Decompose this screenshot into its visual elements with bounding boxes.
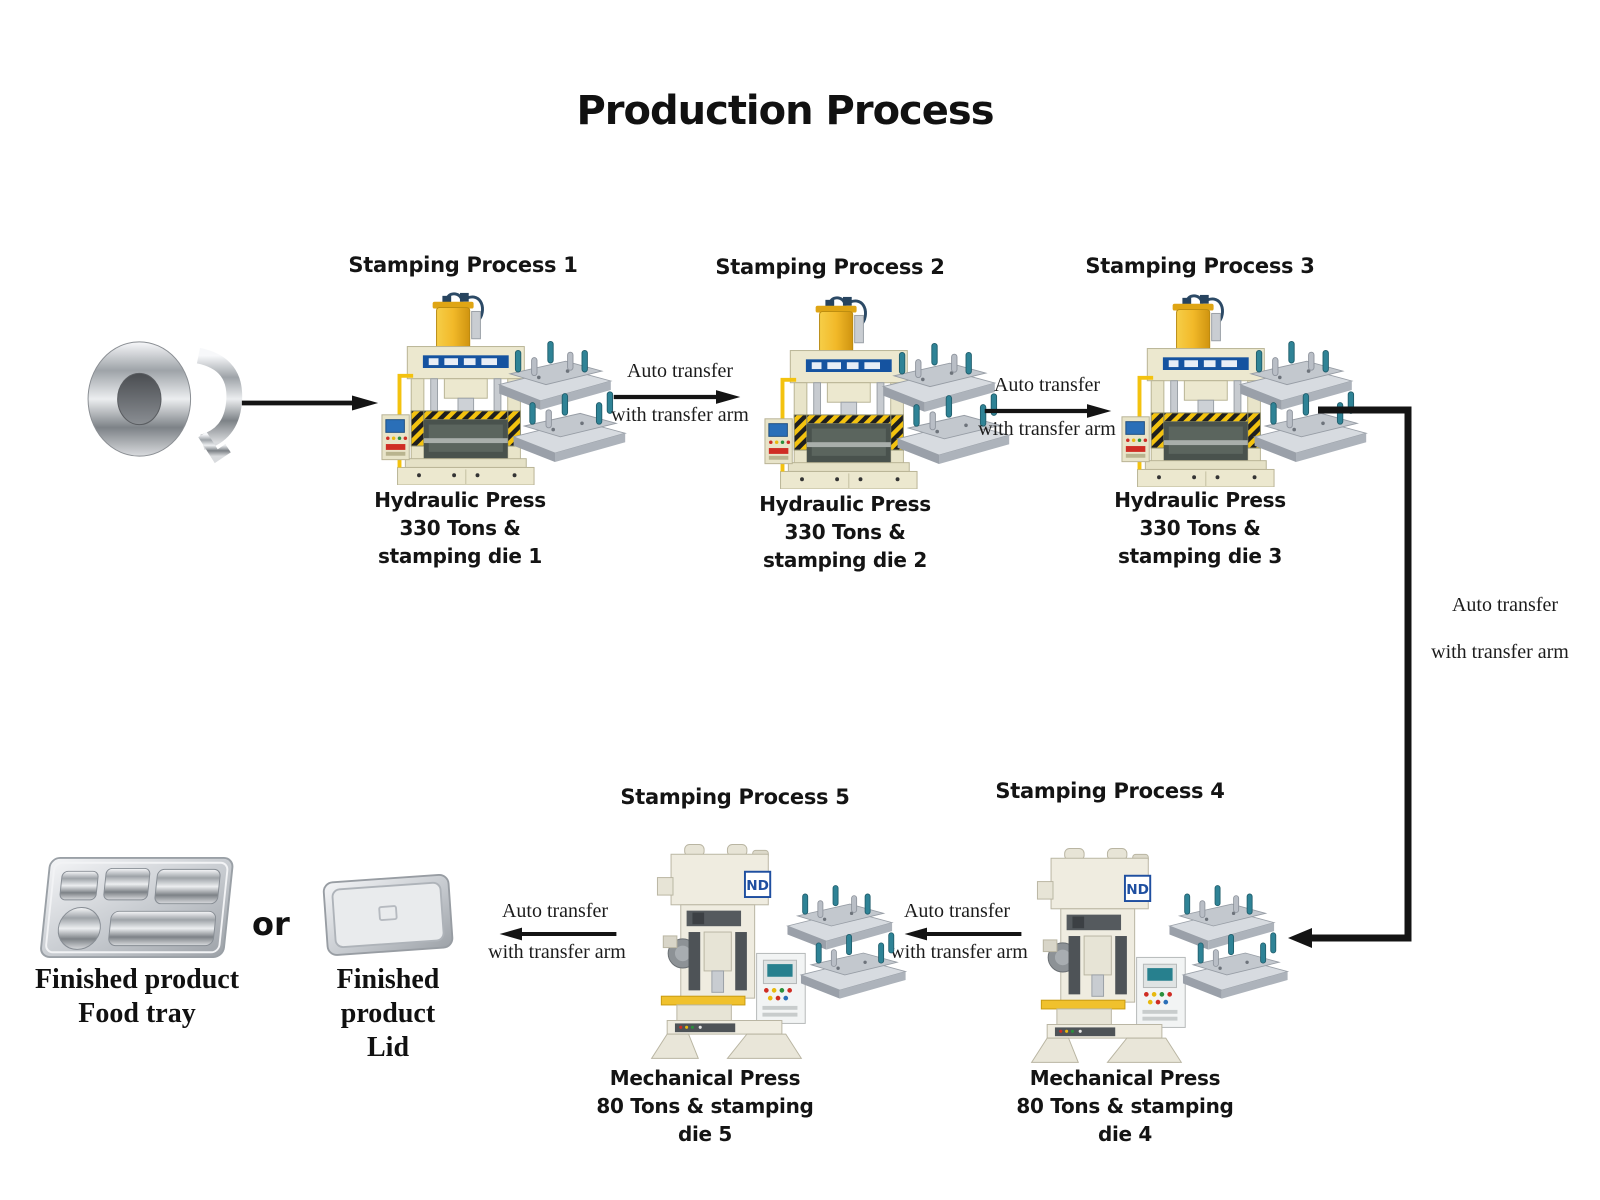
- stamping-die-illustration-2: [876, 328, 1011, 474]
- finished-label-line: Finished product: [336, 964, 440, 1029]
- lid-image: [318, 866, 458, 962]
- caption-line: die 4: [1097, 1122, 1153, 1146]
- caption-line: Hydraulic Press: [1114, 488, 1286, 512]
- caption-line: Mechanical Press: [609, 1066, 801, 1090]
- stamping-die-illustration-5: [778, 872, 910, 1007]
- finished-label-line: Finished product: [34, 964, 240, 995]
- transfer-arrow-coil-to-1: [240, 394, 380, 412]
- stage-title-1: Stamping Process 1: [348, 253, 578, 277]
- caption-line: 330 Tons &: [399, 516, 521, 540]
- finished-product-tray-label: Finished product Food tray: [27, 963, 247, 1031]
- transfer-label-45-top: Auto transfer: [903, 900, 1011, 922]
- stage-title-5: Stamping Process 5: [620, 785, 850, 809]
- transfer-label-23-top: Auto transfer: [993, 374, 1101, 396]
- finished-label-line: Food tray: [78, 998, 196, 1029]
- transfer-label-12-top: Auto transfer: [626, 360, 734, 382]
- caption-line: Mechanical Press: [1029, 1066, 1221, 1090]
- caption-line: 330 Tons &: [1139, 516, 1261, 540]
- caption-line: stamping die 3: [1118, 544, 1282, 568]
- transfer-label-5f-top: Auto transfer: [501, 900, 609, 922]
- transfer-arrow-23: [983, 403, 1113, 419]
- stage-caption-3: Hydraulic Press 330 Tons & stamping die …: [1060, 486, 1340, 570]
- caption-line: die 5: [677, 1122, 733, 1146]
- caption-line: 80 Tons & stamping: [596, 1094, 814, 1118]
- caption-line: Hydraulic Press: [374, 488, 546, 512]
- food-tray-image: [38, 850, 238, 965]
- finished-label-line: Lid: [366, 1032, 410, 1063]
- finished-product-lid-label: Finished product Lid: [288, 963, 488, 1065]
- transfer-label-45-bottom: with transfer arm: [890, 941, 1028, 963]
- transfer-label-34-top: Auto transfer: [1451, 594, 1559, 616]
- stamping-die-illustration-1: [492, 326, 627, 472]
- stage-title-3: Stamping Process 3: [1085, 254, 1315, 278]
- stage-title-4: Stamping Process 4: [995, 779, 1225, 803]
- or-connector-label: or: [252, 905, 290, 943]
- stage-title-2: Stamping Process 2: [715, 255, 945, 279]
- stage-caption-1: Hydraulic Press 330 Tons & stamping die …: [320, 486, 600, 570]
- stage-caption-4: Mechanical Press 80 Tons & stamping die …: [985, 1064, 1265, 1148]
- transfer-label-5f-bottom: with transfer arm: [488, 941, 626, 963]
- transfer-label-23-bottom: with transfer arm: [978, 418, 1116, 440]
- transfer-label-12-bottom: with transfer arm: [611, 404, 749, 426]
- transfer-label-34-bottom: with transfer arm: [1431, 641, 1569, 663]
- caption-line: stamping die 2: [763, 548, 927, 572]
- caption-line: stamping die 1: [378, 544, 542, 568]
- transfer-arrow-5f: [498, 926, 618, 942]
- page-title: Production Process: [576, 88, 994, 134]
- caption-line: Hydraulic Press: [759, 492, 931, 516]
- transfer-arrow-12: [612, 389, 742, 405]
- steel-coil-illustration: [78, 330, 246, 468]
- stamping-die-illustration-4: [1160, 872, 1292, 1007]
- stage-caption-2: Hydraulic Press 330 Tons & stamping die …: [705, 490, 985, 574]
- transfer-arrow-45: [903, 926, 1023, 942]
- elbow-connector-3-to-4: [1288, 406, 1412, 948]
- stage-caption-5: Mechanical Press 80 Tons & stamping die …: [565, 1064, 845, 1148]
- caption-line: 330 Tons &: [784, 520, 906, 544]
- caption-line: 80 Tons & stamping: [1016, 1094, 1234, 1118]
